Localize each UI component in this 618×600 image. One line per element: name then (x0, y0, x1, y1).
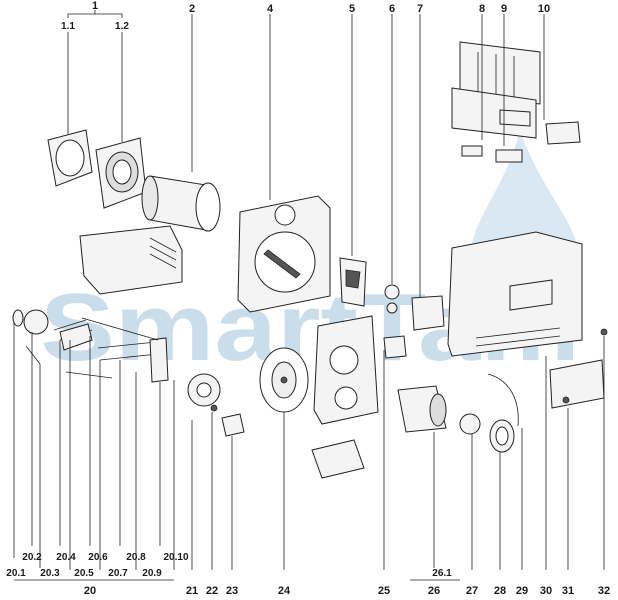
callout-20-2: 20.2 (22, 552, 42, 563)
callout-8: 8 (479, 3, 485, 15)
callout-22: 22 (206, 585, 218, 597)
plate-part (221, 413, 245, 437)
valve-part (384, 284, 400, 314)
callout-20-6: 20.6 (88, 552, 108, 563)
electrode-assembly-part (12, 309, 169, 383)
transformer-part (411, 295, 445, 331)
top-labels: 1 1.1 1.2 2 4 5 6 7 8 9 10 (61, 0, 550, 32)
callout-20-9: 20.9 (142, 568, 162, 579)
callout-24: 24 (278, 585, 291, 597)
callout-4: 4 (267, 3, 274, 15)
lower-bracket-part (311, 439, 365, 479)
callout-20-3: 20.3 (40, 568, 60, 579)
burner-housing-part (237, 195, 331, 313)
callout-2: 2 (189, 3, 195, 15)
callout-32: 32 (598, 585, 610, 597)
callout-20: 20 (84, 585, 96, 597)
callout-27: 27 (466, 585, 478, 597)
callout-30: 30 (540, 585, 552, 597)
housing-cover-part (79, 225, 183, 295)
bracket-part (339, 257, 367, 307)
callout-26: 26 (428, 585, 440, 597)
callout-28: 28 (494, 585, 506, 597)
callout-26-1: 26.1 (432, 568, 452, 579)
callout-25: 25 (378, 585, 390, 597)
side-panel-part (549, 359, 605, 409)
fan-wheel-part (259, 347, 309, 413)
callout-6: 6 (389, 3, 395, 15)
bottom-labels: 20.1 20.2 20.3 20.4 20.5 20.6 20.7 20.8 … (6, 552, 610, 597)
callout-20-4: 20.4 (56, 552, 76, 563)
flange-part (95, 137, 147, 209)
burner-cover-part (447, 231, 583, 357)
callout-21: 21 (186, 585, 198, 597)
callout-1-2: 1.2 (115, 21, 129, 32)
mounting-plate-part (313, 315, 407, 425)
callout-5: 5 (349, 3, 355, 15)
callout-29: 29 (516, 585, 528, 597)
pump-parts (459, 413, 515, 453)
callout-1: 1 (92, 0, 98, 12)
gasket-part (47, 129, 93, 187)
motor-part (397, 385, 447, 433)
callout-20-8: 20.8 (126, 552, 146, 563)
callout-31: 31 (562, 585, 574, 597)
bolt-part (210, 404, 218, 412)
callout-9: 9 (501, 3, 507, 15)
cable-part (487, 373, 519, 427)
callout-7: 7 (417, 3, 423, 15)
callout-10: 10 (538, 3, 550, 15)
callout-20-7: 20.7 (108, 568, 128, 579)
control-box-part (451, 41, 581, 163)
callout-23: 23 (226, 585, 238, 597)
leader-lines (13, 10, 605, 581)
screw-part (600, 328, 608, 336)
callout-20-5: 20.5 (74, 568, 94, 579)
blast-tube-part (141, 175, 221, 232)
callout-20-1: 20.1 (6, 568, 26, 579)
callout-1-1: 1.1 (61, 21, 75, 32)
callout-20-10: 20.10 (163, 552, 188, 563)
air-damper-part (187, 373, 221, 407)
